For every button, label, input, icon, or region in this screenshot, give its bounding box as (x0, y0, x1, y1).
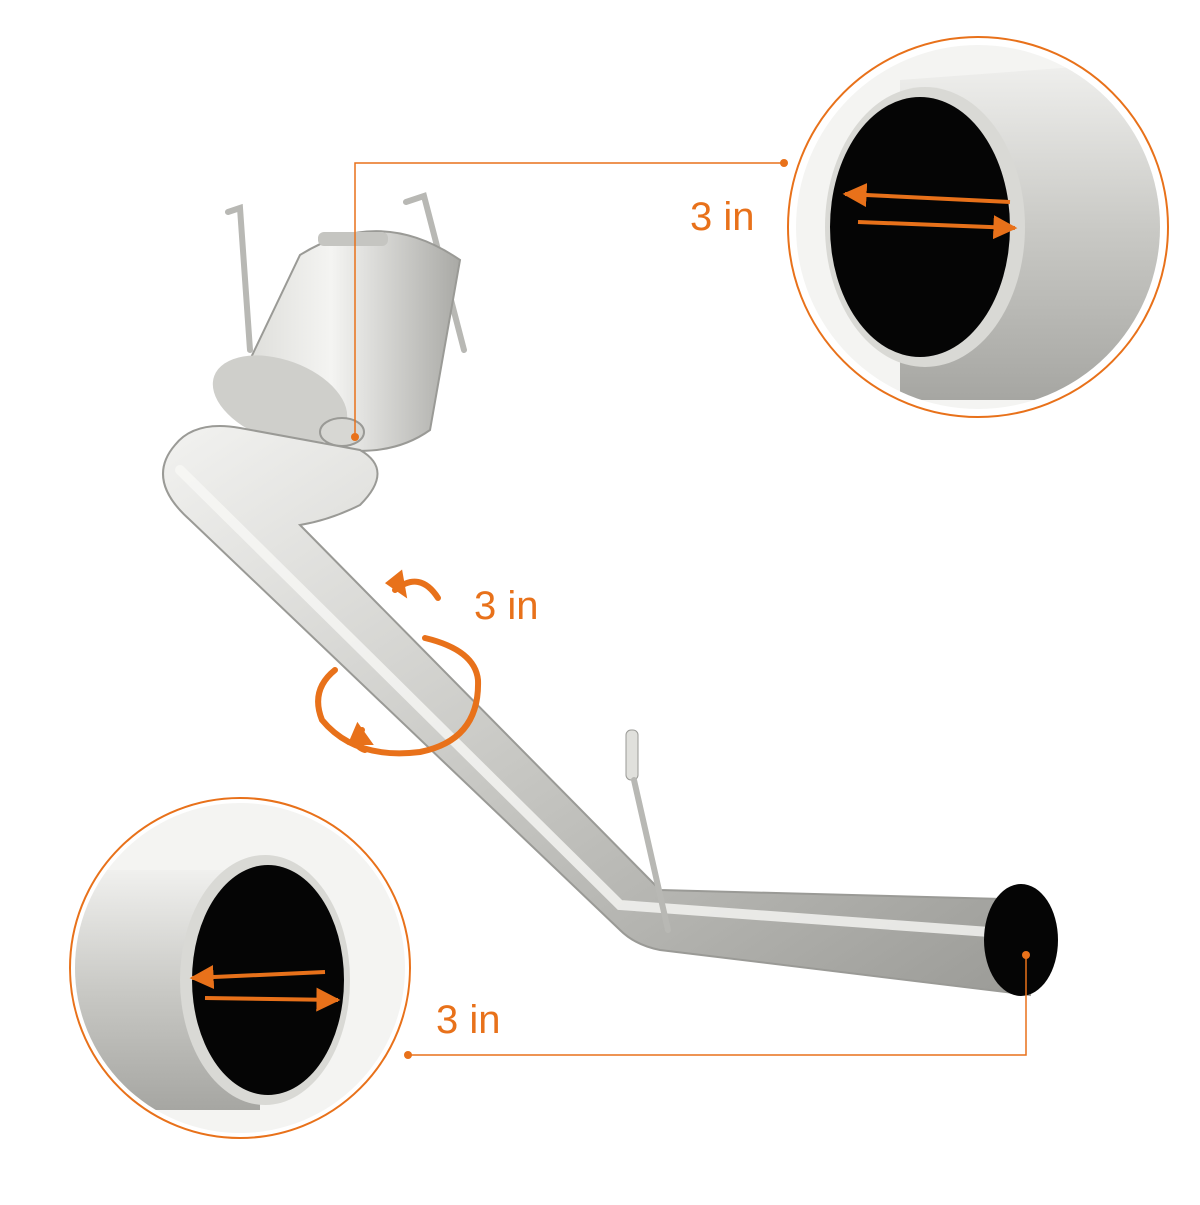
leader-dot-top (780, 159, 788, 167)
muffler-inlet (319, 417, 365, 447)
top-diameter-label: 3 in (690, 195, 755, 239)
top-zoom-detail (787, 36, 1169, 418)
leader-dot-outlet (1022, 951, 1030, 959)
tailpipe (162, 425, 1042, 997)
bottom-diameter-label: 3 in (436, 998, 501, 1042)
top-pipe-bore (830, 97, 1010, 357)
bottom-zoom-detail (69, 797, 411, 1139)
bottom-zoom-ring (69, 797, 411, 1139)
top-zoom-ring (787, 36, 1169, 418)
top-arrow-left (842, 183, 1011, 208)
tailpipe-hanger (625, 729, 671, 933)
pipe-circumference-label: 3 in (474, 584, 539, 628)
leader-dot-muffler (351, 433, 359, 441)
bottom-arrow-left (189, 965, 326, 990)
top-arrow-right (857, 215, 1018, 240)
leader-dot-bottom (404, 1051, 412, 1059)
bottom-arrow-right (204, 987, 341, 1012)
leader-line-top (354, 162, 784, 437)
bottom-pipe-bore (192, 865, 344, 1095)
muffler-clamp (318, 232, 388, 246)
pipe-outlet (984, 884, 1058, 996)
leader-line-bottom (408, 955, 1027, 1056)
rotation-arrows-icon (315, 569, 482, 757)
muffler (212, 230, 462, 452)
muffler-hanger-left (225, 203, 253, 353)
